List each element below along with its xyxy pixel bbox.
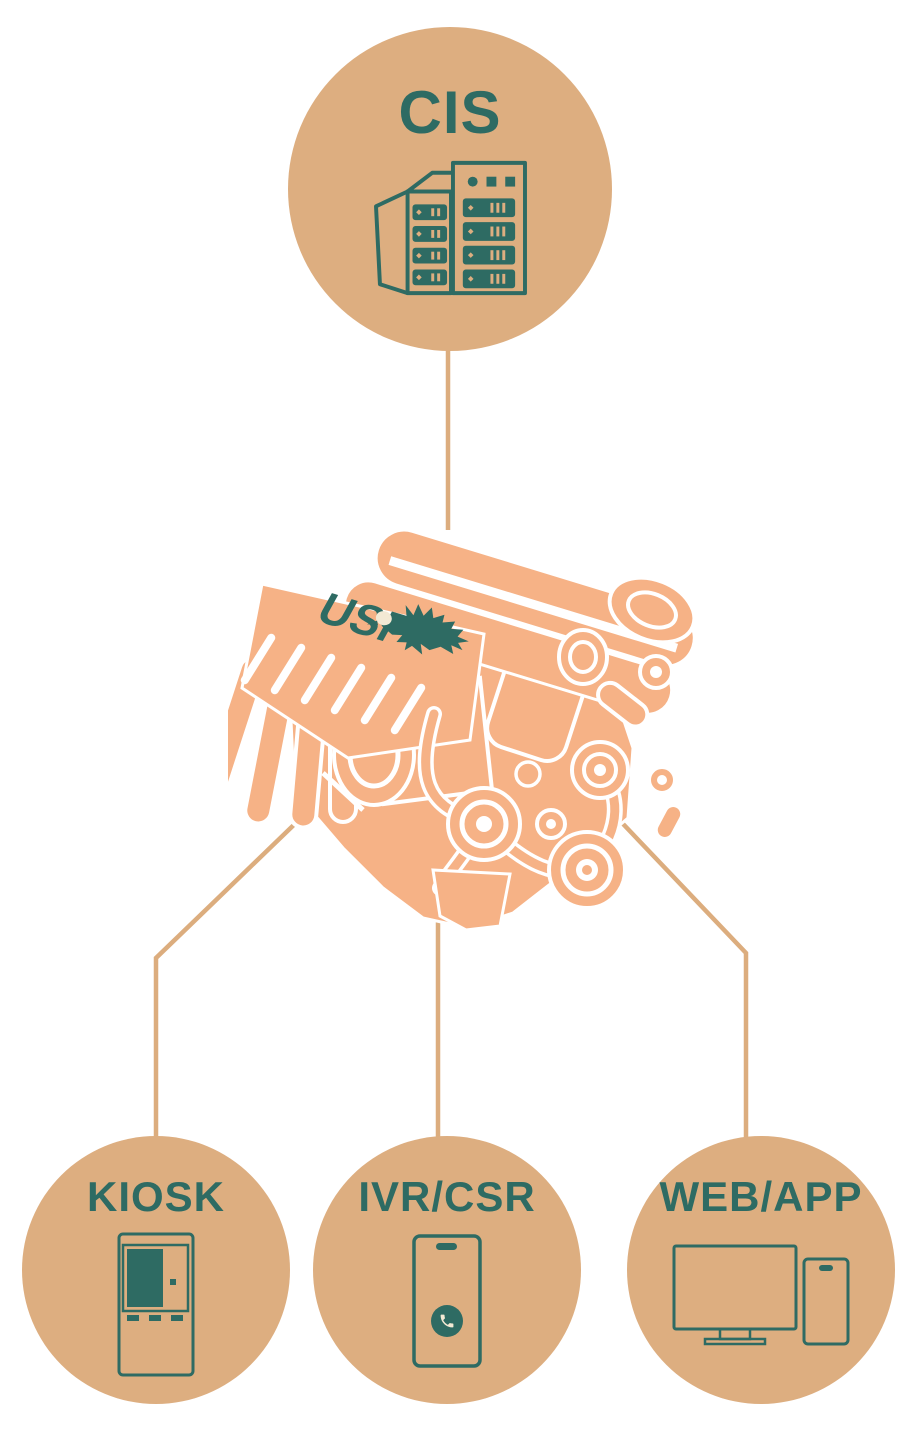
server-rows-left: [412, 204, 448, 286]
node-web: WEB/APP: [627, 1136, 895, 1404]
node-ivr: IVR/CSR: [313, 1136, 581, 1404]
cis-label: CIS: [398, 79, 502, 146]
server-buildings-icon: [374, 160, 527, 296]
ivr-label: IVR/CSR: [358, 1173, 536, 1220]
side-wall: [374, 189, 409, 296]
connector-engine-web: [604, 804, 749, 1140]
kiosk-terminal-icon: [117, 1232, 195, 1377]
alternator-pulley: [570, 740, 630, 800]
air-duct-ring: [557, 628, 609, 686]
plenum-end-cap: [607, 575, 697, 645]
side-fitting: [596, 654, 685, 841]
front-pulley: [446, 786, 522, 862]
idler-pulley: [535, 808, 567, 840]
intake-plenum-top: [374, 528, 696, 668]
monitor-screen: [672, 1244, 798, 1331]
phone-speaker: [436, 1243, 457, 1250]
desktop-and-phone-icon: [672, 1244, 850, 1346]
node-kiosk: KIOSK: [22, 1136, 290, 1404]
call-badge: [431, 1305, 463, 1337]
kiosk-screen: [127, 1249, 163, 1307]
call-handset-icon: [440, 1314, 454, 1328]
valve-cover-ribs: [240, 633, 426, 735]
oil-pan-bracket: [431, 868, 512, 932]
right-building-window-row: [467, 176, 516, 187]
usp-engine-illustration: USP: [228, 528, 697, 932]
connector-engine-kiosk: [153, 788, 332, 1140]
phone-body: [802, 1257, 850, 1346]
roof-line: [406, 170, 453, 194]
eagle-head: [375, 611, 392, 626]
kiosk-button: [170, 1279, 176, 1285]
monitor-base: [703, 1337, 767, 1346]
phone-notch: [819, 1265, 833, 1271]
pulleys: [446, 628, 685, 910]
kiosk-screen-frame: [121, 1243, 190, 1313]
web-label: WEB/APP: [659, 1173, 863, 1220]
kiosk-slots: [127, 1315, 183, 1321]
tensioner-pulley: [514, 760, 542, 788]
eagle-logo: [366, 604, 469, 655]
server-rows-right: [462, 198, 516, 289]
eagle-beak: [366, 620, 379, 625]
crank-pulley: [547, 830, 627, 910]
kiosk-label: KIOSK: [86, 1173, 225, 1220]
node-cis: CIS: [288, 27, 612, 351]
left-building: [405, 189, 453, 296]
smartphone-call-icon: [412, 1234, 482, 1368]
